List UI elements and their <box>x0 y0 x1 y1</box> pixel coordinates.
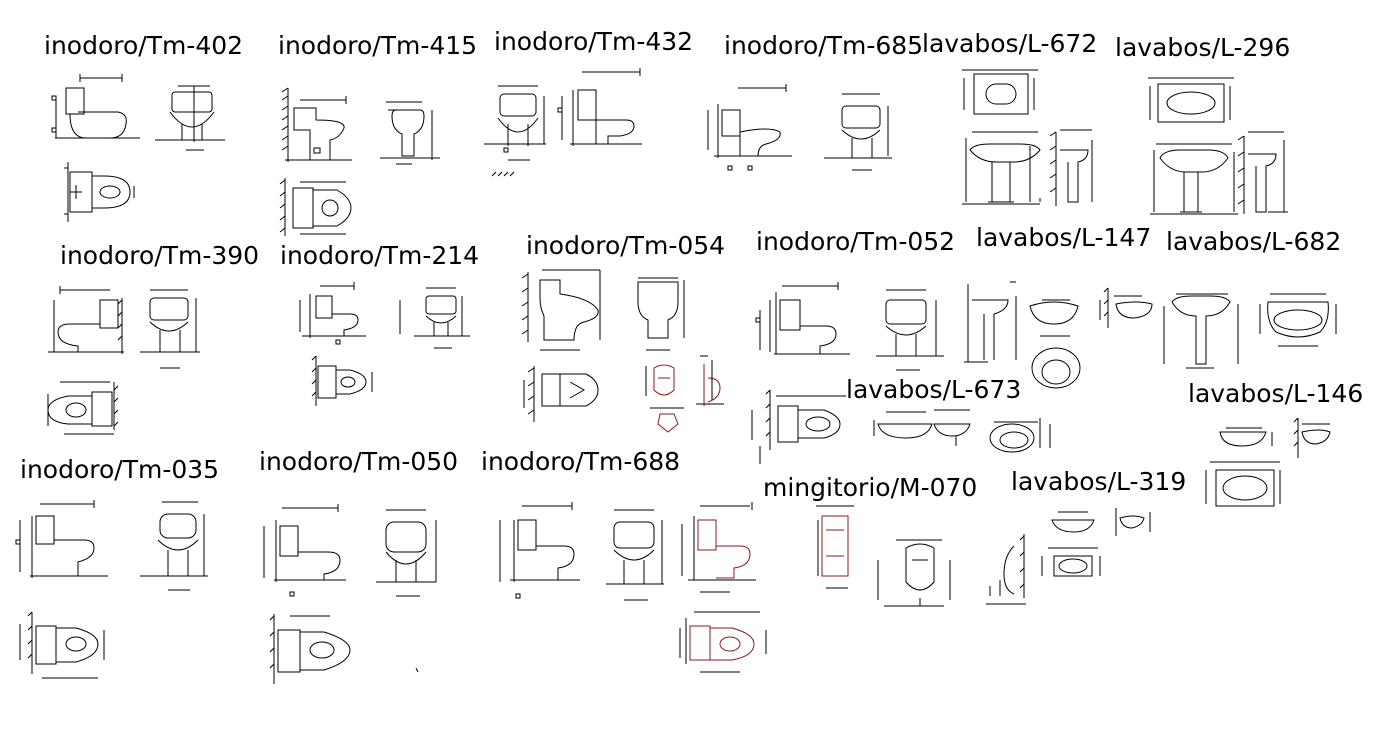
label-m-070: mingitorio/M-070 <box>763 473 978 502</box>
m-070-front-view <box>877 539 951 607</box>
tm-432-front-view <box>484 85 546 177</box>
tm-415-front-view <box>380 101 440 165</box>
l-146-plan-view <box>1205 461 1281 507</box>
label-tm-050: inodoro/Tm-050 <box>259 447 459 476</box>
tm-035-front-view <box>140 501 208 591</box>
label-tm-052: inodoro/Tm-052 <box>756 227 956 256</box>
tm-390-side-view <box>48 286 124 354</box>
tm-035-plan-view <box>19 611 105 679</box>
tm-688-accent-dims <box>681 502 756 593</box>
l-296-side-view <box>1237 131 1288 214</box>
l-146-front-view <box>1219 427 1273 447</box>
label-l-146: lavabos/L-146 <box>1188 379 1364 408</box>
tm-214-plan-view <box>311 355 373 406</box>
tm-402-side-view <box>51 74 140 139</box>
l-319-side-view <box>1115 508 1151 536</box>
tm-050-front-view <box>376 509 437 597</box>
tm-035-side-view <box>15 500 108 578</box>
l-319-plan-view <box>1041 547 1101 577</box>
tm-054-urinal-views <box>653 364 721 433</box>
tm-052-front-view <box>876 289 944 371</box>
l-673-front-view <box>873 409 971 446</box>
tm-688-accent-side-view <box>697 519 751 579</box>
tm-688-front-view <box>606 509 664 601</box>
tm-054-front-view <box>637 277 685 351</box>
tm-415-side-view <box>281 87 352 162</box>
l-147-plan-view <box>1029 299 1081 389</box>
tm-432-side-view <box>557 68 642 146</box>
tm-050-side-view <box>263 504 346 597</box>
label-tm-688: inodoro/Tm-688 <box>481 447 681 476</box>
l-673-plan-view <box>989 418 1051 453</box>
label-l-296: lavabos/L-296 <box>1115 33 1291 62</box>
tm-390-front-view <box>140 289 200 369</box>
tm-054-side-view <box>521 269 601 351</box>
label-l-682: lavabos/L-682 <box>1166 227 1342 256</box>
m-070-side-view <box>986 534 1026 605</box>
l-672-plan-view <box>962 69 1038 115</box>
label-tm-035: inodoro/Tm-035 <box>20 455 220 484</box>
label-tm-402: inodoro/Tm-402 <box>44 31 244 60</box>
label-tm-432: inodoro/Tm-432 <box>494 27 694 56</box>
label-l-672: lavabos/L-672 <box>922 29 1098 58</box>
label-tm-214: inodoro/Tm-214 <box>280 241 480 270</box>
tm-688-plan-view <box>679 611 767 673</box>
label-tm-685: inodoro/Tm-685 <box>724 31 924 60</box>
tm-052-plan-view <box>751 389 846 464</box>
m-070-tank-view <box>816 505 854 589</box>
tm-052-side-view <box>755 282 850 355</box>
l-682-plan-view <box>1259 293 1337 347</box>
label-tm-415: inodoro/Tm-415 <box>278 31 478 60</box>
l-672-front-view <box>962 131 1041 205</box>
tm-050-plan-view <box>269 614 419 684</box>
l-296-front-view <box>1150 143 1238 215</box>
tm-688-side-view <box>499 502 580 599</box>
tm-415-plan-view <box>279 178 352 236</box>
label-l-147: lavabos/L-147 <box>976 223 1152 252</box>
tm-054-urinal-dims <box>645 355 724 409</box>
l-682-front-view <box>1163 293 1239 369</box>
tm-685-side-view <box>707 84 792 171</box>
tm-054-plan-view <box>523 366 599 422</box>
l-672-side-view <box>1039 129 1093 206</box>
l-296-plan-view <box>1148 77 1234 123</box>
tm-214-front-view <box>399 287 470 349</box>
label-tm-390: inodoro/Tm-390 <box>60 241 260 270</box>
tm-390-plan-view <box>47 381 119 435</box>
l-147-wall-view <box>1099 287 1153 328</box>
l-146-side-view <box>1293 417 1331 458</box>
label-l-319: lavabos/L-319 <box>1011 467 1187 496</box>
tm-214-side-view <box>299 282 366 345</box>
l-319-front-view <box>1051 511 1095 533</box>
tm-402-plan-view <box>64 162 135 222</box>
label-l-673: lavabos/L-673 <box>846 375 1022 404</box>
tm-685-front-view <box>824 93 892 171</box>
tm-402-front-view <box>155 85 225 151</box>
label-tm-054: inodoro/Tm-054 <box>526 231 726 260</box>
l-147-side-view <box>964 281 1017 363</box>
